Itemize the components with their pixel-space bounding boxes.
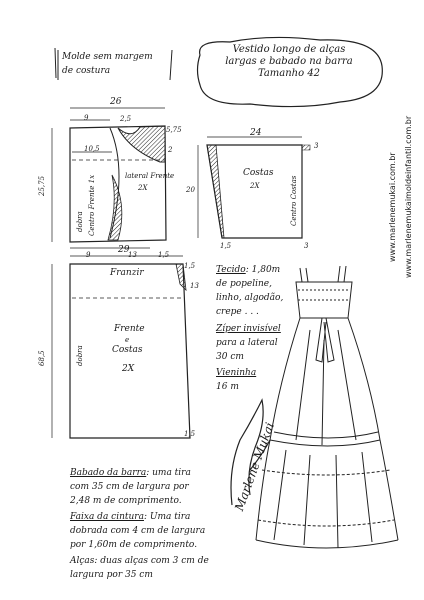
front-bottom-left: 9 <box>86 251 91 259</box>
title-line3: Tamanho 42 <box>257 68 321 79</box>
front-bodice-piece <box>51 107 167 249</box>
back-height: 20 <box>186 186 195 194</box>
front-top-right: 5,75 <box>166 126 182 134</box>
front-lateral-label: lateral Frente <box>125 172 175 180</box>
front-center-label: Centro Frente 1x <box>88 174 96 236</box>
front-bottom-mid: 13 <box>128 251 137 259</box>
back-qty-label: 2X <box>250 182 260 190</box>
skirt-qty-label: 2X <box>122 364 135 374</box>
bias-line2: 16 m <box>216 382 239 392</box>
fabric-line1: Tecido: 1,80m <box>216 265 280 275</box>
front-height: 25,75 <box>38 175 46 196</box>
skirt-bottom-right: 1,5 <box>184 430 196 438</box>
back-bottom-right: 3 <box>304 242 309 250</box>
ruffle-text1: : uma tira <box>146 468 191 478</box>
website-url-2: www.marlenemukaimoldeinfantil.com.br <box>404 115 413 278</box>
front-top-mid: 2,5 <box>120 115 132 123</box>
title-line2: largas e babado na barra <box>225 56 353 67</box>
dress-illustration <box>255 265 399 549</box>
fabric-head: Tecido <box>216 265 246 275</box>
waist-text1: : Uma tira <box>143 512 191 522</box>
skirt-label-line3: Costas <box>112 345 143 355</box>
skirt-right-mid: 13 <box>190 282 199 290</box>
skirt-height: 68,5 <box>38 350 46 366</box>
fabric-line2: de popeline, <box>216 279 272 289</box>
ruffle-line1: Babado da barra: uma tira <box>70 468 191 478</box>
front-bottom-right: 1,5 <box>158 251 170 259</box>
straps-text1: Alças: duas alças com 3 cm de <box>70 556 209 566</box>
front-inner-width: 10,5 <box>84 145 100 153</box>
website-url-1: www.marlenemukai.com.br <box>388 152 397 262</box>
skirt-label-line1: Frente <box>114 324 145 334</box>
front-qty-label: 2X <box>138 184 148 192</box>
straps-text2: largura por 35 cm <box>70 570 153 580</box>
fabric-line3: linho, algodão, <box>216 293 284 303</box>
front-top-left: 9 <box>84 114 89 122</box>
waist-line1: Faixa da cintura: Uma tira <box>70 512 190 522</box>
back-center-label: Centro Costas <box>290 175 298 226</box>
skirt-label-line2: e <box>125 336 130 344</box>
front-dobra-label: dobra <box>76 211 84 232</box>
bias-head: Vieninha <box>216 368 257 378</box>
front-right-side: 2 <box>168 146 173 154</box>
title-line1: Vestido longo de alças <box>232 44 346 55</box>
pattern-note-line2: de costura <box>62 66 111 76</box>
skirt-right-top: 1,5 <box>184 262 196 270</box>
title-bubble-outline <box>196 36 383 108</box>
skirt-dobra-label: dobra <box>76 345 84 366</box>
waist-text3: por 1,60m de comprimento. <box>70 540 198 550</box>
title-bubble: Vestido longo de alças largas e babado n… <box>204 44 374 104</box>
pattern-note-line1: Molde sem margem <box>62 52 153 62</box>
ruffle-head: Babado da barra <box>70 468 147 478</box>
back-bodice-piece <box>197 136 311 239</box>
waist-text2: dobrada com 4 cm de largura <box>70 526 206 536</box>
fabric-line4: crepe . . . <box>216 307 259 317</box>
zipper-line3: 30 cm <box>216 352 244 362</box>
back-label: Costas <box>243 168 274 178</box>
front-width-total: 26 <box>110 97 122 107</box>
ruffle-text2: com 35 cm de largura por <box>70 482 189 492</box>
skirt-width: 29 <box>118 245 130 255</box>
back-bottom-left: 1,5 <box>220 242 232 250</box>
zipper-line2: para a lateral <box>216 338 278 348</box>
back-width: 24 <box>250 128 262 138</box>
ruffle-text3: 2,48 m de comprimento. <box>70 496 182 506</box>
signature-scribble <box>230 398 271 506</box>
fabric-amount: : 1,80m <box>245 265 281 275</box>
skirt-gather-label: Franzir <box>110 268 144 278</box>
waist-head: Faixa da cintura <box>70 512 144 522</box>
zipper-head: Zíper invisível <box>216 324 281 334</box>
skirt-piece <box>51 255 191 439</box>
back-right-top: 3 <box>314 142 319 150</box>
